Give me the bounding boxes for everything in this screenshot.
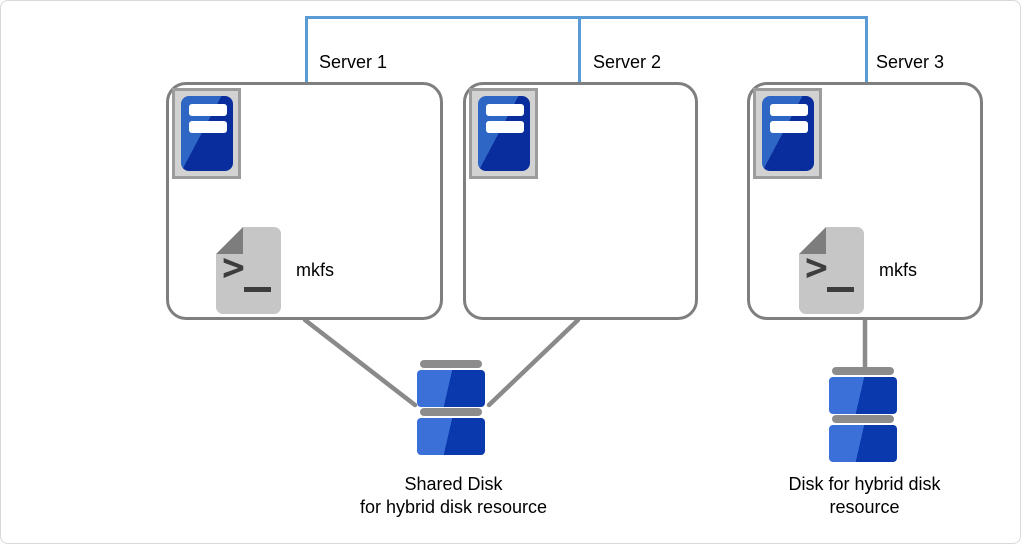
server3-box: > mkfs <box>747 82 983 320</box>
server3-mkfs-label: mkfs <box>879 260 917 280</box>
disk-cap <box>832 415 894 423</box>
shell-script-file-icon: > <box>216 227 281 314</box>
disk-platter <box>829 425 897 462</box>
prompt-underscore-icon <box>827 287 854 292</box>
server-tower-body <box>181 96 233 171</box>
server-slot-bar <box>486 104 524 116</box>
disk-cap <box>420 360 482 368</box>
disk-cap <box>420 408 482 416</box>
server-slot-bar <box>189 121 227 133</box>
server1-mkfs-label: mkfs <box>296 260 334 280</box>
disk-platter <box>829 377 897 414</box>
server1-label: Server 1 <box>319 52 388 72</box>
server1-shared-disk-line <box>302 317 418 408</box>
server-slot-bar <box>770 121 808 133</box>
hybrid-disk-caption-line2: resource <box>829 497 900 517</box>
shared-disk-caption: Shared Disk for hybrid disk resource <box>281 473 626 519</box>
disk-cap <box>832 367 894 375</box>
shared-disk-caption-line1: Shared Disk <box>404 474 503 494</box>
server-tower-icon <box>753 88 822 179</box>
server-slot-bar <box>770 104 808 116</box>
server-tower-icon <box>172 88 241 179</box>
prompt-chevron-icon: > <box>222 245 245 289</box>
server3-mkfs-group: > mkfs <box>799 227 917 314</box>
server-tower-body <box>478 96 530 171</box>
hybrid-disk-caption-line1: Disk for hybrid disk <box>788 474 941 494</box>
server2-label: Server 2 <box>593 52 662 72</box>
shared-disk-stack-icon <box>417 360 485 456</box>
server3-label: Server 3 <box>876 52 945 72</box>
server1-box: > mkfs <box>166 82 443 320</box>
disk-platter <box>417 370 485 407</box>
shared-disk-caption-line2: for hybrid disk resource <box>359 497 548 517</box>
prompt-underscore-icon <box>244 287 271 292</box>
server-slot-bar <box>486 121 524 133</box>
server2-shared-disk-line <box>486 317 581 408</box>
disk-platter <box>417 418 485 455</box>
server-tower-icon <box>469 88 538 179</box>
hybrid-disk-caption: Disk for hybrid disk resource <box>752 473 977 519</box>
hybrid-disk-stack-icon <box>829 367 897 463</box>
prompt-chevron-icon: > <box>805 245 828 289</box>
server-tower-body <box>762 96 814 171</box>
shell-script-file-icon: > <box>799 227 864 314</box>
server-slot-bar <box>189 104 227 116</box>
network-interconnect-line <box>305 16 868 82</box>
server2-box <box>463 82 698 320</box>
server1-mkfs-group: > mkfs <box>216 227 334 314</box>
